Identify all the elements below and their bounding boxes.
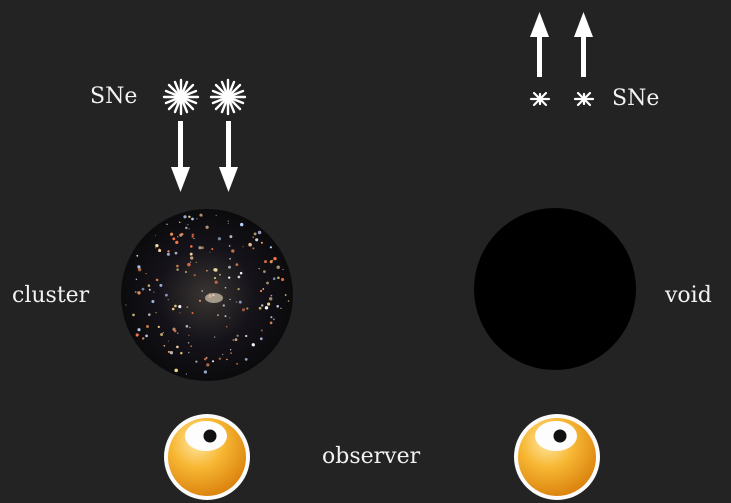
- arrow-up-icon: [574, 12, 593, 77]
- galaxy-cluster-icon: [121, 209, 293, 381]
- cluster-label: cluster: [12, 283, 90, 308]
- supernova-bright-icon: [209, 78, 247, 116]
- supernova-bright-icon: [162, 78, 200, 116]
- supernova-dim-icon: [573, 91, 595, 107]
- arrow-down-icon: [219, 121, 238, 192]
- void-label: void: [665, 283, 712, 308]
- void-sphere-icon: [474, 208, 636, 370]
- observer-eye-icon: [514, 414, 600, 500]
- observer-label: observer: [322, 444, 421, 469]
- observer-eye-icon: [164, 414, 250, 500]
- sne-label-left: SNe: [90, 84, 138, 109]
- sne-label-right: SNe: [612, 86, 660, 111]
- supernova-dim-icon: [529, 91, 551, 107]
- arrow-up-icon: [530, 12, 549, 77]
- arrow-down-icon: [171, 121, 190, 192]
